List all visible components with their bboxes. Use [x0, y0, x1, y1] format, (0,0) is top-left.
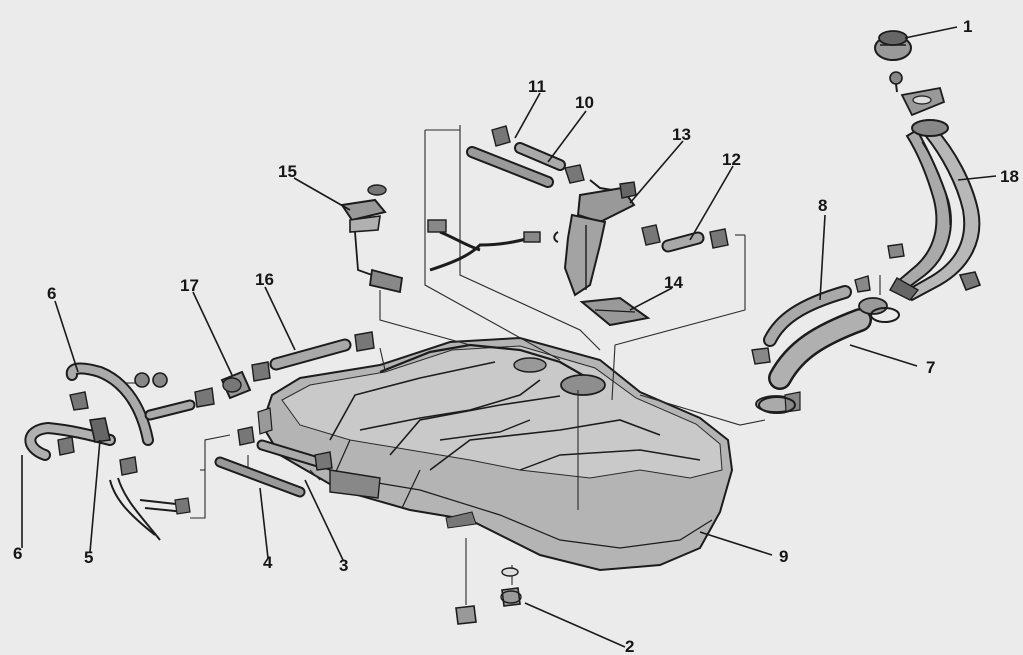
- vent-clips: [491, 125, 585, 184]
- grommets: [134, 372, 168, 388]
- callout-6-lower: 6: [13, 544, 22, 563]
- hose-clamps: [758, 307, 900, 414]
- fuel-pump-unit: [553, 179, 637, 297]
- vent-pipe: [466, 142, 566, 188]
- pump-bracket: [579, 296, 651, 327]
- brake-lines: [109, 477, 191, 541]
- filler-seal: [900, 86, 946, 117]
- filler-bolt: [889, 71, 903, 93]
- callout-4: 4: [263, 553, 273, 572]
- filler-neck: [889, 119, 981, 302]
- callout-16: 16: [255, 270, 274, 289]
- breather-hose: [751, 275, 871, 365]
- callout-13: 13: [672, 125, 691, 144]
- callout-6-upper: 6: [47, 284, 56, 303]
- return-hose: [641, 224, 729, 253]
- callout-15: 15: [278, 162, 297, 181]
- leader-lines: [21, 26, 997, 648]
- callout-14: 14: [664, 273, 683, 292]
- fuel-pipe-4: [214, 456, 306, 498]
- callout-11: 11: [528, 77, 546, 96]
- callout-17: 17: [180, 276, 199, 295]
- callout-18: 18: [1000, 167, 1019, 186]
- filler-hose: [755, 297, 888, 413]
- fuel-hose-3: [237, 426, 333, 471]
- alignment-lines: [124, 125, 881, 605]
- callout-3: 3: [339, 556, 348, 575]
- drain-plug: [455, 567, 522, 625]
- gauge-sender: [340, 184, 404, 294]
- callout-labels: 1 2 3 4 5 6 6 7 8 9 10 11 12 13 14 15 16…: [13, 17, 1019, 655]
- callout-2: 2: [625, 637, 634, 655]
- callout-10: 10: [575, 93, 594, 112]
- callout-1: 1: [963, 17, 972, 36]
- left-pipe-assembly: [24, 362, 196, 476]
- filler-clip: [887, 243, 982, 292]
- fuel-cap: [874, 30, 912, 61]
- callout-7: 7: [926, 358, 935, 377]
- fuel-tank: [257, 336, 734, 572]
- wire-harness: [427, 219, 541, 272]
- callout-8: 8: [818, 196, 827, 215]
- callout-12: 12: [722, 150, 741, 169]
- callout-5: 5: [84, 548, 93, 567]
- fuel-filter-17: [194, 370, 252, 408]
- fuel-hose-16: [251, 331, 375, 382]
- callout-9: 9: [779, 547, 788, 566]
